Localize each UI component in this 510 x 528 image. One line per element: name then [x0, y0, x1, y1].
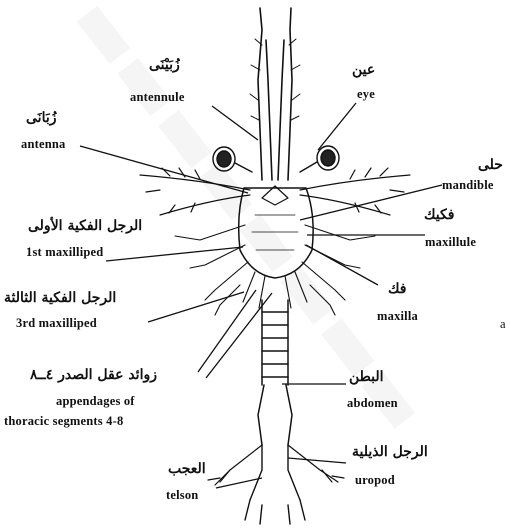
antennule-label-ar: زُبَيْنَى	[149, 58, 180, 72]
first-maxilliped-leader	[106, 247, 243, 261]
antennule-drawing	[250, 8, 300, 180]
uropod-label-ar: الرجل الذيلية	[352, 445, 428, 459]
stray-letter: a	[500, 318, 506, 331]
appendages-label-en-1: appendages of	[56, 395, 135, 408]
maxillule-label-ar: فكيك	[424, 208, 454, 222]
third-maxilliped-label-en: 3rd maxilliped	[16, 317, 97, 330]
eye-label-en: eye	[357, 88, 375, 101]
uropod-label-en: uropod	[355, 474, 395, 487]
maxilla-leader	[306, 245, 378, 285]
maxilliped-drawing	[175, 225, 375, 315]
antennule-label-en: antennule	[130, 91, 185, 104]
antenna-drawing	[140, 168, 410, 215]
abdomen-label-en: abdomen	[347, 397, 398, 410]
uropod-leader	[288, 458, 346, 463]
eye-label-ar: عين	[352, 63, 375, 77]
telson-drawing	[245, 445, 305, 524]
antennule-leader	[212, 106, 258, 140]
uropod-drawing	[208, 445, 344, 485]
appendages-leader-1	[198, 290, 256, 372]
first-maxilliped-label-ar: الرجل الفكية الأولى	[28, 219, 142, 233]
abdomen-label-ar: البطن	[349, 370, 384, 384]
telson-label-ar: العجب	[168, 462, 206, 476]
maxilla-label-en: maxilla	[377, 310, 418, 323]
mandible-label-en: mandible	[442, 179, 494, 192]
carapace-drawing	[239, 186, 313, 278]
antenna-label-ar: زُبَانَى	[26, 111, 57, 125]
third-maxilliped-leader	[148, 292, 244, 322]
abdomen-drawing	[258, 300, 292, 445]
eye-leader	[318, 103, 356, 150]
third-maxilliped-label-ar: الرجل الفكية الثالثة	[4, 291, 116, 305]
telson-label-en: telson	[166, 489, 198, 502]
appendages-label-ar: زوائد عقل الصدر ٤ــ٨	[30, 368, 157, 382]
maxilla-label-ar: فك	[388, 282, 407, 296]
mandible-leader	[300, 185, 442, 220]
first-maxilliped-label-en: 1st maxilliped	[26, 246, 103, 259]
maxillule-label-en: maxillule	[425, 236, 476, 249]
appendages-label-en-2: thoracic segments 4-8	[4, 415, 123, 428]
eye-drawing	[213, 146, 339, 172]
mandible-label-ar: حلى	[478, 158, 503, 172]
antenna-label-en: antenna	[21, 138, 65, 151]
